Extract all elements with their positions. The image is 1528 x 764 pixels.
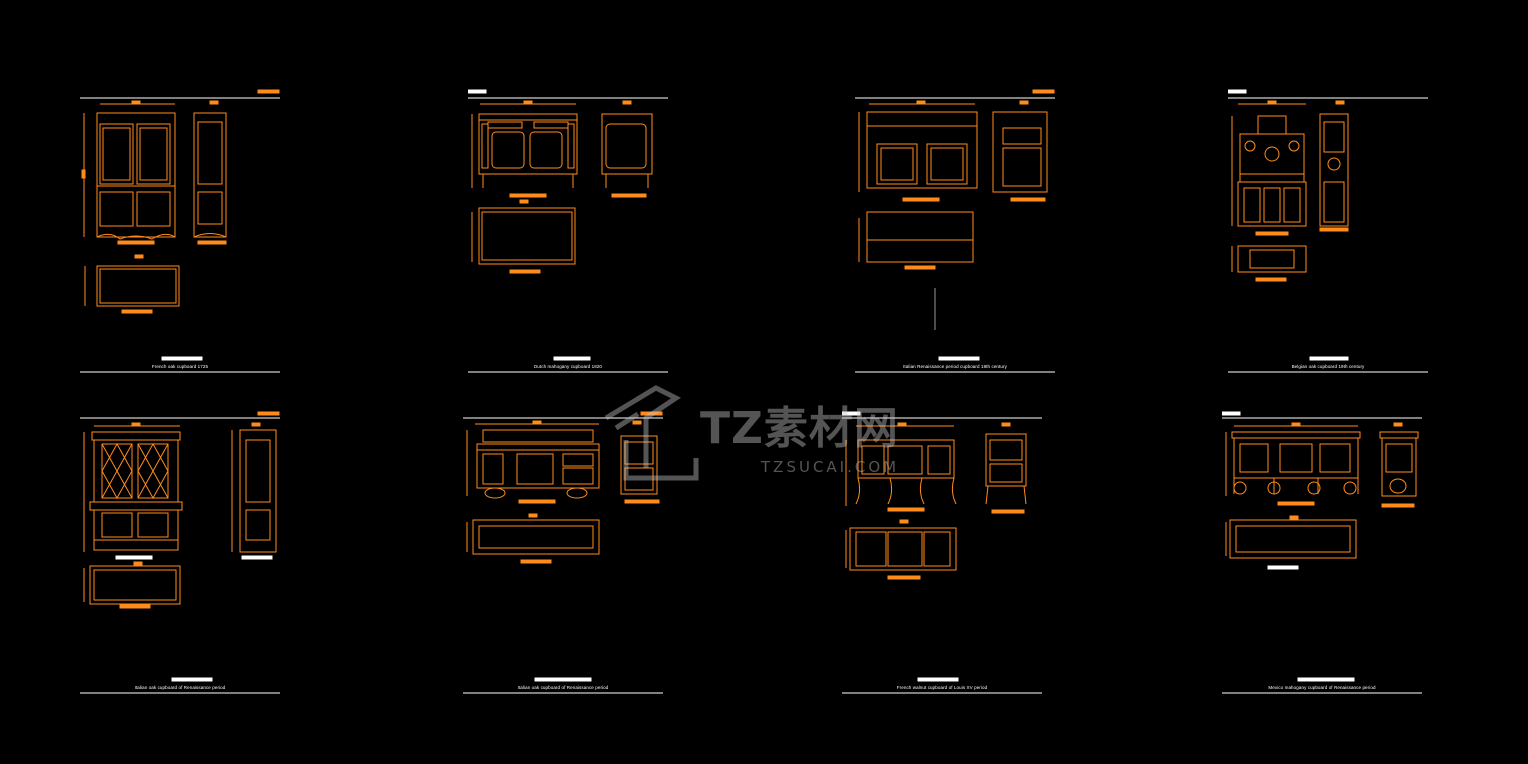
- cupboard-drawing-1: [80, 89, 280, 373]
- cupboard-drawing-8: [1221, 411, 1422, 694]
- cupboard-drawing-7: [841, 411, 1042, 694]
- sheet-caption: French oak cupboard 1725: [151, 364, 209, 369]
- drawing-sheet-3[interactable]: Italian Renaissance period cupboard 19th…: [855, 88, 1055, 378]
- cupboard-drawing-3: [855, 89, 1055, 373]
- sheet-caption: Italian Renaissance period cupboard 19th…: [903, 364, 1007, 369]
- drawing-sheet-2[interactable]: Dutch mahogany cupboard 1820: [467, 88, 668, 378]
- sheet-caption: Belgian oak cupboard 19th century: [1291, 364, 1365, 369]
- sheet-caption: Italian oak cupboard of Renaissance peri…: [517, 685, 609, 690]
- sheet-caption: French walnut cupboard of Louis XV perio…: [896, 685, 988, 690]
- drawing-sheet-5[interactable]: Italian oak cupboard of Renaissance peri…: [80, 410, 280, 700]
- drawing-sheet-6[interactable]: Italian oak cupboard of Renaissance peri…: [463, 410, 663, 700]
- cupboard-drawing-5: [80, 411, 280, 694]
- cupboard-drawing-2: [467, 89, 668, 373]
- cupboard-drawing-6: [463, 411, 663, 694]
- drawing-sheet-8[interactable]: Mexico mahogany cupboard of Renaissance …: [1221, 410, 1422, 700]
- drawing-sheet-7[interactable]: French walnut cupboard of Louis XV perio…: [841, 410, 1042, 700]
- drawing-sheet-4[interactable]: Belgian oak cupboard 19th century: [1227, 88, 1428, 378]
- drawing-sheet-1[interactable]: French oak cupboard 1725: [80, 88, 280, 378]
- sheet-caption: Dutch mahogany cupboard 1820: [533, 364, 603, 369]
- cupboard-drawing-4: [1227, 89, 1428, 373]
- sheet-caption: Italian oak cupboard of Renaissance peri…: [134, 685, 226, 690]
- sheet-caption: Mexico mahogany cupboard of Renaissance …: [1268, 685, 1376, 690]
